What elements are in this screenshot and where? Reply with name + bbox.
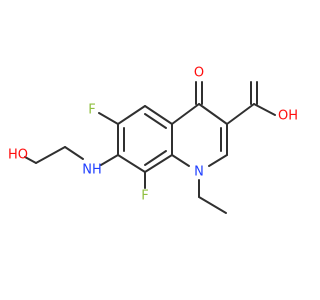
bond-layer [24, 81, 276, 214]
bond-c7-nh [100, 154, 119, 166]
bond-ch2-ch3 [198, 196, 227, 214]
bond-c3-cooh [226, 103, 255, 125]
bond-ch2-ch2 [35, 146, 66, 164]
fluorine-6-label: F [88, 103, 95, 118]
acid-hydroxyl-label: OH [278, 109, 298, 124]
amine-nh-label: NH [82, 163, 102, 178]
bond-cooh-oh [253, 103, 276, 116]
bond-c6-f [98, 112, 119, 125]
bond-n1-c2 [208, 154, 228, 167]
oxo-oxygen-label: O [194, 66, 204, 81]
bond-c4a-c5-inner [144, 113, 167, 129]
atom-label-layer: O OH F F N NH HO [8, 66, 298, 204]
hydroxyl-ho-label: HO [8, 148, 28, 163]
bond-c5-c6 [117, 105, 146, 125]
bond-nh-ch2 [64, 146, 84, 160]
bond-c8a-n1 [171, 154, 190, 167]
bond-c3-c4 [198, 103, 228, 125]
bond-c8-c8a [144, 154, 173, 173]
fluorine-8-label: F [141, 189, 148, 204]
ring-nitrogen-label: N [194, 165, 204, 180]
bond-c4-c4a [171, 103, 200, 125]
molecule-structure: O OH F F N NH HO [8, 66, 298, 214]
bond-ch2-ho [24, 156, 37, 164]
bond-c8-c8a-inner [144, 150, 167, 166]
bond-c4a-c5 [144, 105, 173, 125]
bond-c7-c8 [117, 154, 146, 173]
